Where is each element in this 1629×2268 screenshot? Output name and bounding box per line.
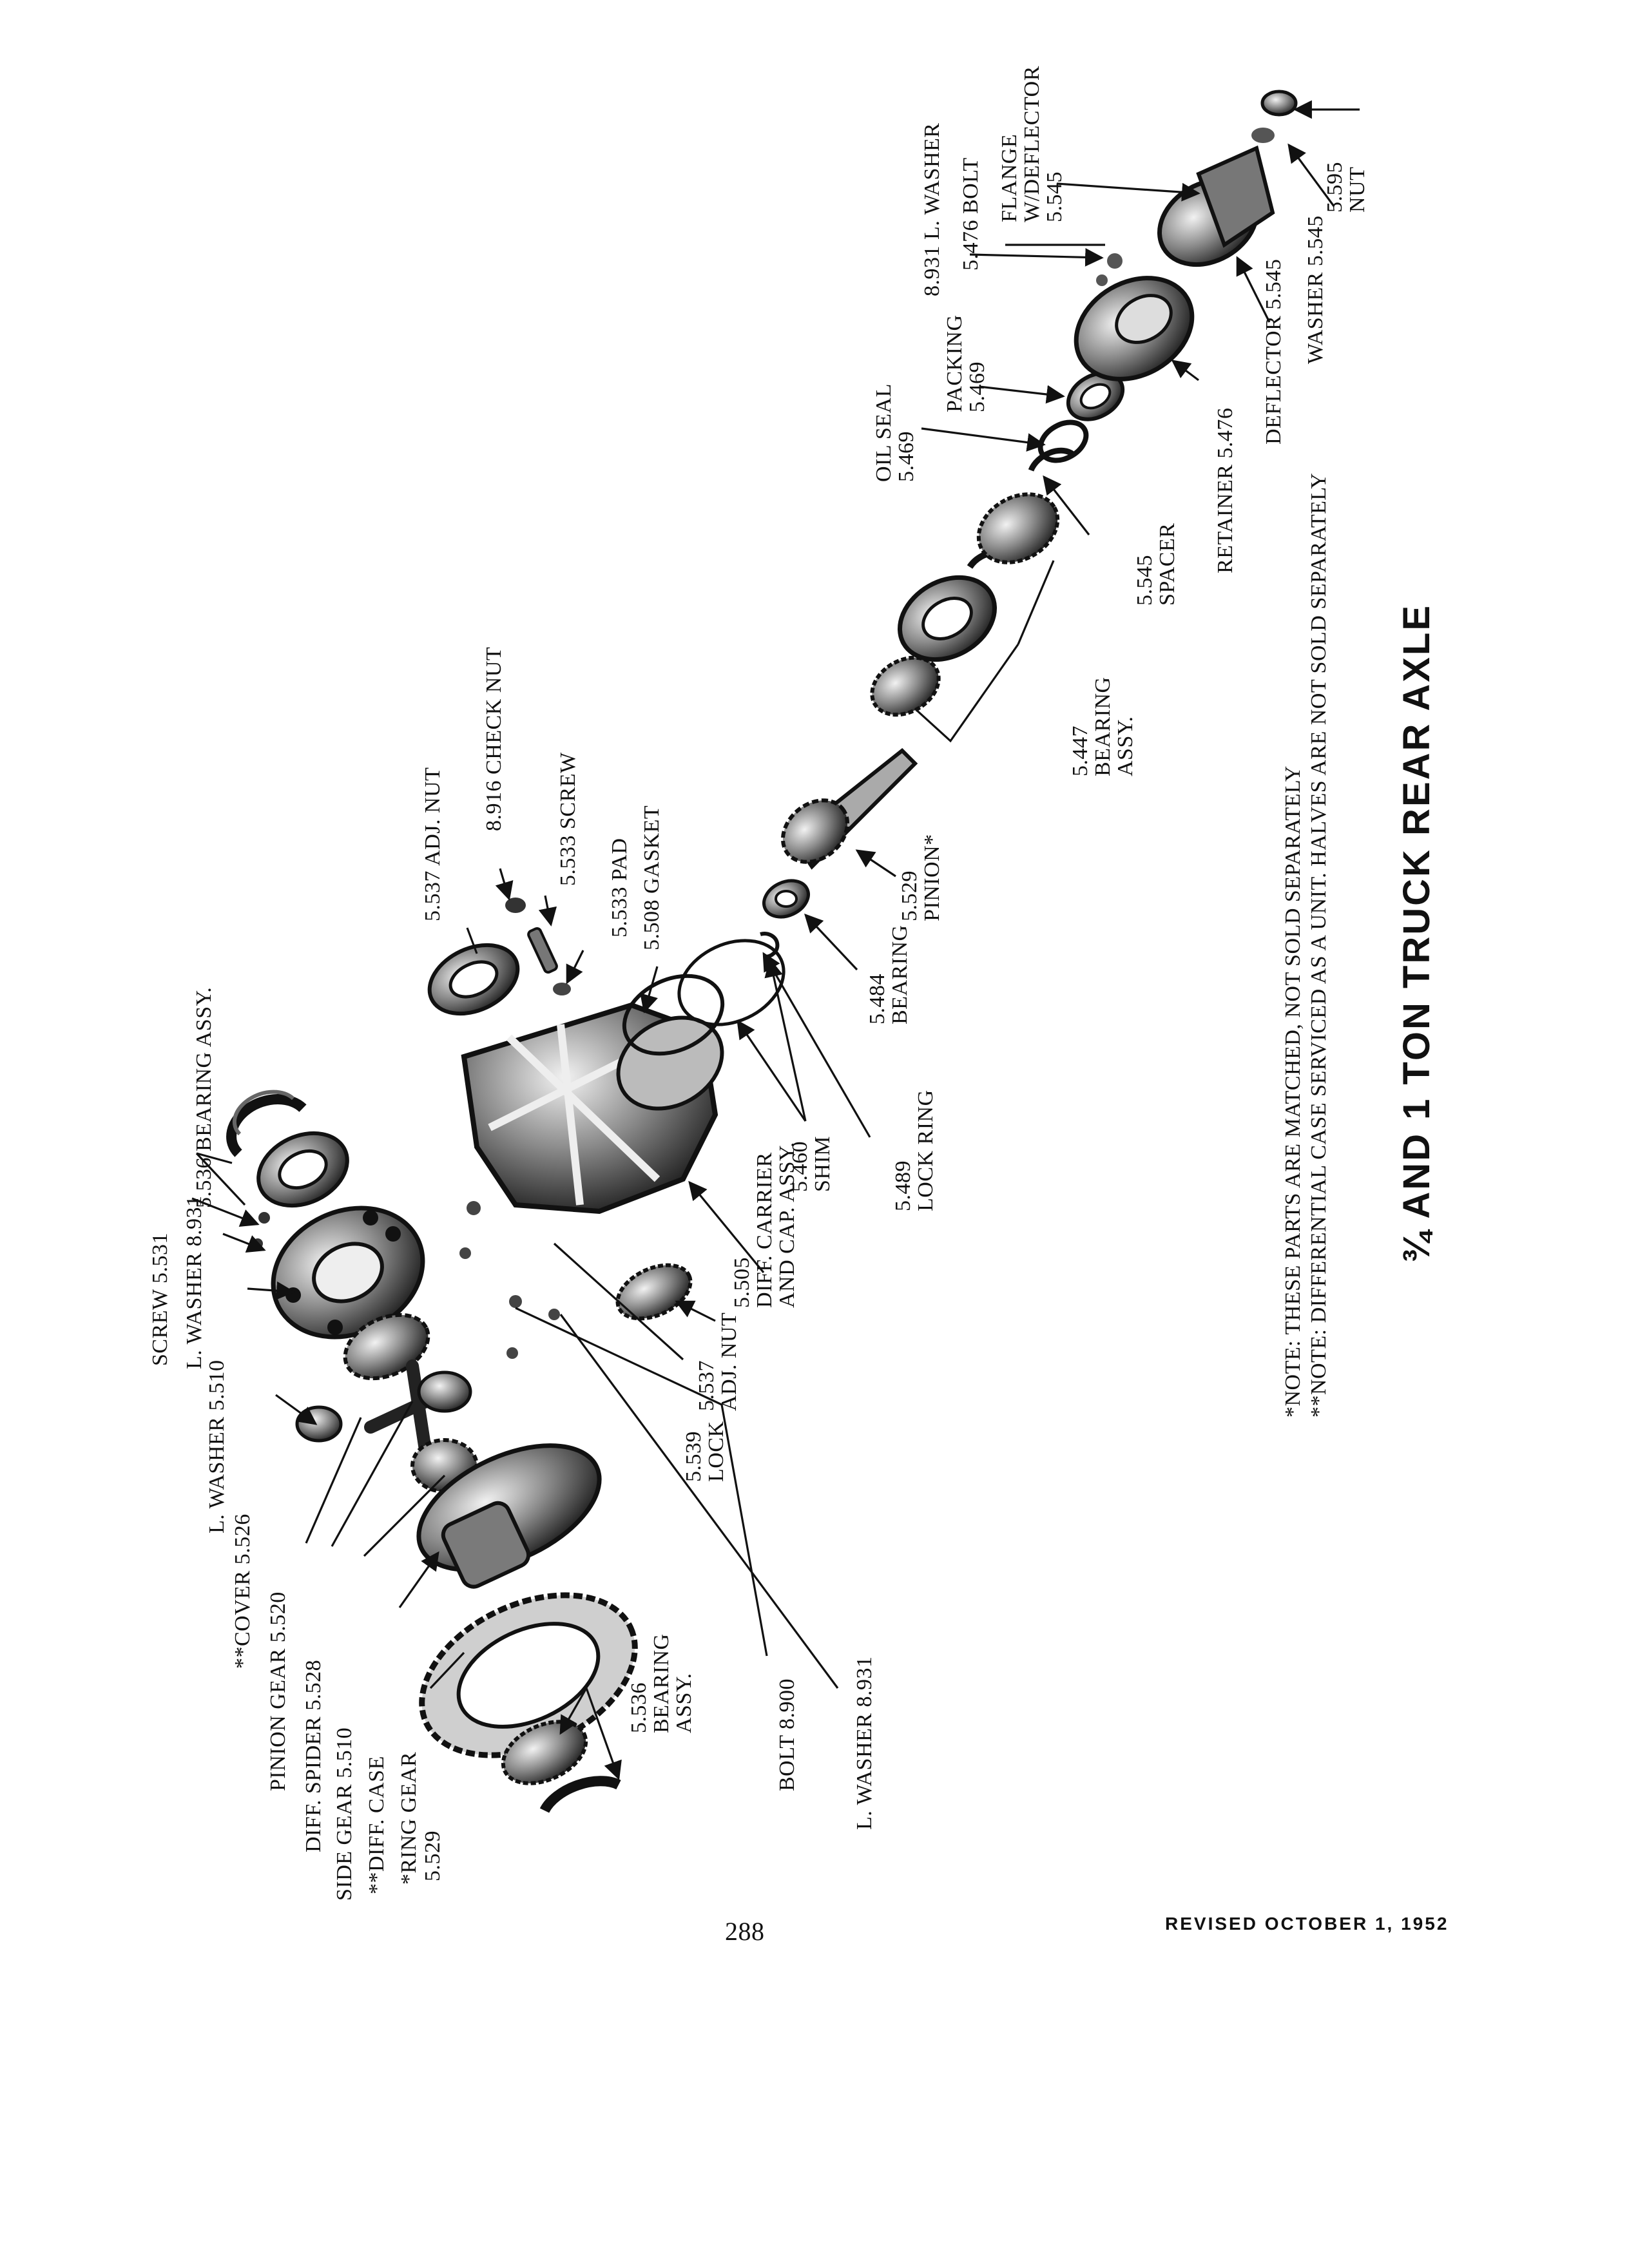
note-differential-case: **NOTE: DIFFERENTIAL CASE SERVICED AS A … [1307, 472, 1331, 1418]
diff-case [416, 1443, 602, 1589]
diff-carrier-housing [461, 1002, 724, 1215]
label-bolt-5476: 5.476 BOLT [959, 157, 983, 271]
bearing-cup-top-left [226, 1090, 307, 1157]
label-screw-5531: SCREW 5.531 [148, 1232, 172, 1366]
label-l-washer-8931-bottom: L. WASHER 8.931 [853, 1656, 876, 1830]
retainer-bolt [1096, 253, 1123, 286]
note-matched-parts: *NOTE: THESE PARTS ARE MATCHED, NOT SOLD… [1281, 765, 1305, 1418]
label-bearing-assy-5447-number: 5.447 [1068, 726, 1092, 776]
label-deflector-5545: DEFLECTOR 5.545 [1262, 258, 1286, 445]
label-flange-word: FLANGE [998, 133, 1021, 222]
label-pinion-5529-word: PINION* [920, 834, 944, 921]
adjusting-nut-bottom [615, 1263, 693, 1321]
label-washer-5545: WASHER 5.545 [1304, 215, 1327, 364]
label-side-gear-5510: SIDE GEAR 5.510 [333, 1727, 356, 1901]
label-spacer-5545-number: 5.545 [1133, 555, 1157, 606]
label-bearing-assy-5536-top: 5.536 BEARING ASSY. [192, 986, 216, 1208]
gasket [622, 974, 725, 1056]
label-packing-5469-word: PACKING [943, 314, 967, 412]
label-shim-5460-word: SHIM [811, 1135, 834, 1192]
leader-lines [191, 100, 1360, 1780]
label-lock-5539-number: 5.539 [682, 1431, 706, 1482]
label-cover-5526: **COVER 5.526 [231, 1514, 255, 1669]
label-flange-deflector: W/DEFLECTOR [1020, 66, 1044, 222]
label-packing-5469-number: 5.469 [965, 361, 989, 412]
label-l-washer-8931-right: 8.931 L. WASHER [920, 122, 944, 296]
label-nut-5595-word: NUT [1345, 166, 1369, 213]
label-flange-number: 5.545 [1043, 171, 1066, 222]
label-lock-5539-word: LOCK [704, 1421, 728, 1482]
label-nut-5595-number: 5.595 [1323, 162, 1347, 213]
pinion-shaft [780, 747, 918, 870]
label-spacer-5545-word: SPACER [1155, 523, 1179, 606]
revised-date: REVISED OCTOBER 1, 1952 [1165, 1914, 1449, 1934]
label-ring-gear-number: 5.529 [421, 1831, 445, 1881]
label-gasket-5508: 5.508 GASKET [640, 805, 664, 950]
page-number: 288 [725, 1917, 765, 1946]
label-pinion-gear-5520: PINION GEAR 5.520 [266, 1591, 290, 1791]
page-title: ¾ AND 1 TON TRUCK REAR AXLE [1396, 603, 1438, 1263]
label-bearing-5484-number: 5.484 [865, 974, 889, 1024]
label-ring-gear: *RING GEAR [397, 1751, 421, 1885]
bearing-cone-top-left [256, 1131, 349, 1208]
bearing-cone-bottom [501, 1720, 588, 1785]
pilot-bearing [762, 879, 810, 919]
label-l-washer-8931-top: L. WASHER 8.931 [182, 1195, 206, 1369]
label-diff-case: **DIFF. CASE [365, 1756, 389, 1894]
label-bearing-5536-bottom-assy: ASSY. [672, 1673, 696, 1733]
ring-gear [419, 1592, 638, 1758]
label-adj-nut-5537-bottom-number: 5.537 [695, 1360, 718, 1411]
diff-case-cover [271, 1206, 425, 1340]
label-lock-ring-5489-word: LOCK RING [914, 1090, 938, 1211]
adjusting-nut-top [427, 943, 520, 1016]
label-diff-carrier-5505-word: DIFF. CARRIER [753, 1152, 776, 1308]
label-oil-seal-5469-word: OIL SEAL [872, 383, 896, 482]
diff-spider [364, 1360, 472, 1456]
pinion-gear-small [295, 1405, 343, 1443]
label-diff-spider-5528: DIFF. SPIDER 5.528 [302, 1659, 325, 1852]
label-lock-ring-5489-number: 5.489 [891, 1160, 915, 1211]
label-adj-nut-5537-bottom-word: ADJ. NUT [717, 1312, 741, 1411]
companion-flange [1157, 145, 1275, 267]
check-nut-screw-pad [505, 898, 571, 995]
flange-washer-nut [1251, 90, 1298, 143]
oil-seal [1037, 419, 1089, 463]
small-hardware [253, 1201, 560, 1359]
label-bolt-8900: BOLT 8.900 [775, 1678, 799, 1791]
bearing-cup-bottom [539, 1776, 621, 1813]
packing [1066, 371, 1125, 421]
label-retainer-5476: RETAINER 5.476 [1213, 407, 1237, 573]
label-l-washer-5510: L. WASHER 5.510 [205, 1360, 229, 1533]
label-pad-5533: 5.533 PAD [608, 838, 631, 937]
label-screw-5533: 5.533 SCREW [556, 752, 580, 886]
label-bearing-assy-5447-assy: ASSY. [1113, 716, 1137, 776]
label-pinion-5529-number: 5.529 [898, 870, 921, 921]
label-oil-seal-5469-number: 5.469 [894, 431, 918, 482]
label-diff-carrier-5505-number: 5.505 [730, 1257, 754, 1308]
label-bearing-5536-bottom-word: BEARING [650, 1633, 673, 1733]
label-adj-nut-5537-top: 5.537 ADJ. NUT [421, 767, 445, 921]
label-check-nut-8916: 8.916 CHECK NUT [482, 646, 506, 831]
pinion-bearing-assembly [870, 492, 1060, 717]
spacer [1028, 447, 1075, 472]
label-bearing-5484-word: BEARING [888, 925, 912, 1024]
label-bearing-5536-bottom-number: 5.536 [627, 1682, 651, 1733]
label-bearing-assy-5447-word: BEARING [1091, 677, 1115, 776]
bearing-retainer [1074, 276, 1195, 381]
label-shim-5460-number: 5.460 [788, 1141, 812, 1192]
